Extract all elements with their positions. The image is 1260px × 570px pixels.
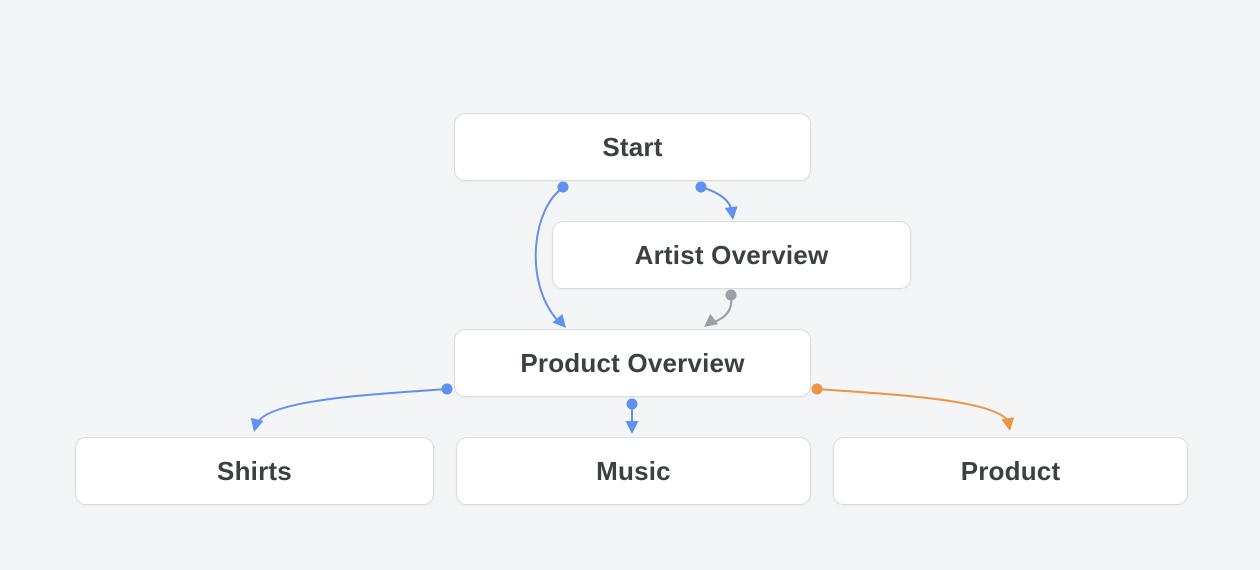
edge-product-overview-to-shirts-origin-dot (441, 383, 453, 395)
edge-start-to-product-overview-origin-dot (557, 181, 569, 193)
node-shirts[interactable]: Shirts (75, 437, 434, 505)
node-shirts-label: Shirts (217, 455, 292, 486)
node-product-overview-label: Product Overview (520, 347, 745, 378)
edge-product-overview-to-product (811, 383, 1015, 431)
edge-artist-overview-to-product-overview-origin-dot (725, 289, 737, 301)
edge-product-overview-to-shirts-arrowhead (250, 417, 264, 432)
node-start[interactable]: Start (454, 113, 811, 181)
edge-start-to-artist-overview (695, 181, 738, 220)
node-artist-overview[interactable]: Artist Overview (552, 221, 911, 289)
edge-product-overview-to-music-arrowhead (625, 421, 639, 434)
edge-product-overview-to-music (625, 398, 639, 434)
edge-artist-overview-to-product-overview-line (710, 295, 733, 324)
node-music-label: Music (596, 455, 671, 486)
edge-product-overview-to-product-line (816, 388, 1010, 424)
edge-product-overview-to-shirts (250, 383, 453, 432)
edge-start-to-artist-overview-line (700, 186, 733, 214)
edge-product-overview-to-music-origin-dot (626, 398, 638, 410)
edge-product-overview-to-shirts-line (256, 388, 448, 425)
node-product-label: Product (960, 455, 1061, 486)
node-music[interactable]: Music (456, 437, 811, 505)
edge-product-overview-to-product-origin-dot (811, 383, 823, 395)
edge-artist-overview-to-product-overview (704, 289, 737, 327)
edge-product-overview-to-product-arrowhead (1001, 417, 1015, 431)
edge-start-to-artist-overview-origin-dot (695, 181, 707, 193)
edge-start-to-artist-overview-arrowhead (724, 206, 738, 220)
node-product-overview[interactable]: Product Overview (454, 329, 811, 397)
node-product[interactable]: Product (833, 437, 1188, 505)
node-artist-overview-label: Artist Overview (634, 239, 829, 270)
node-start-label: Start (602, 131, 663, 162)
